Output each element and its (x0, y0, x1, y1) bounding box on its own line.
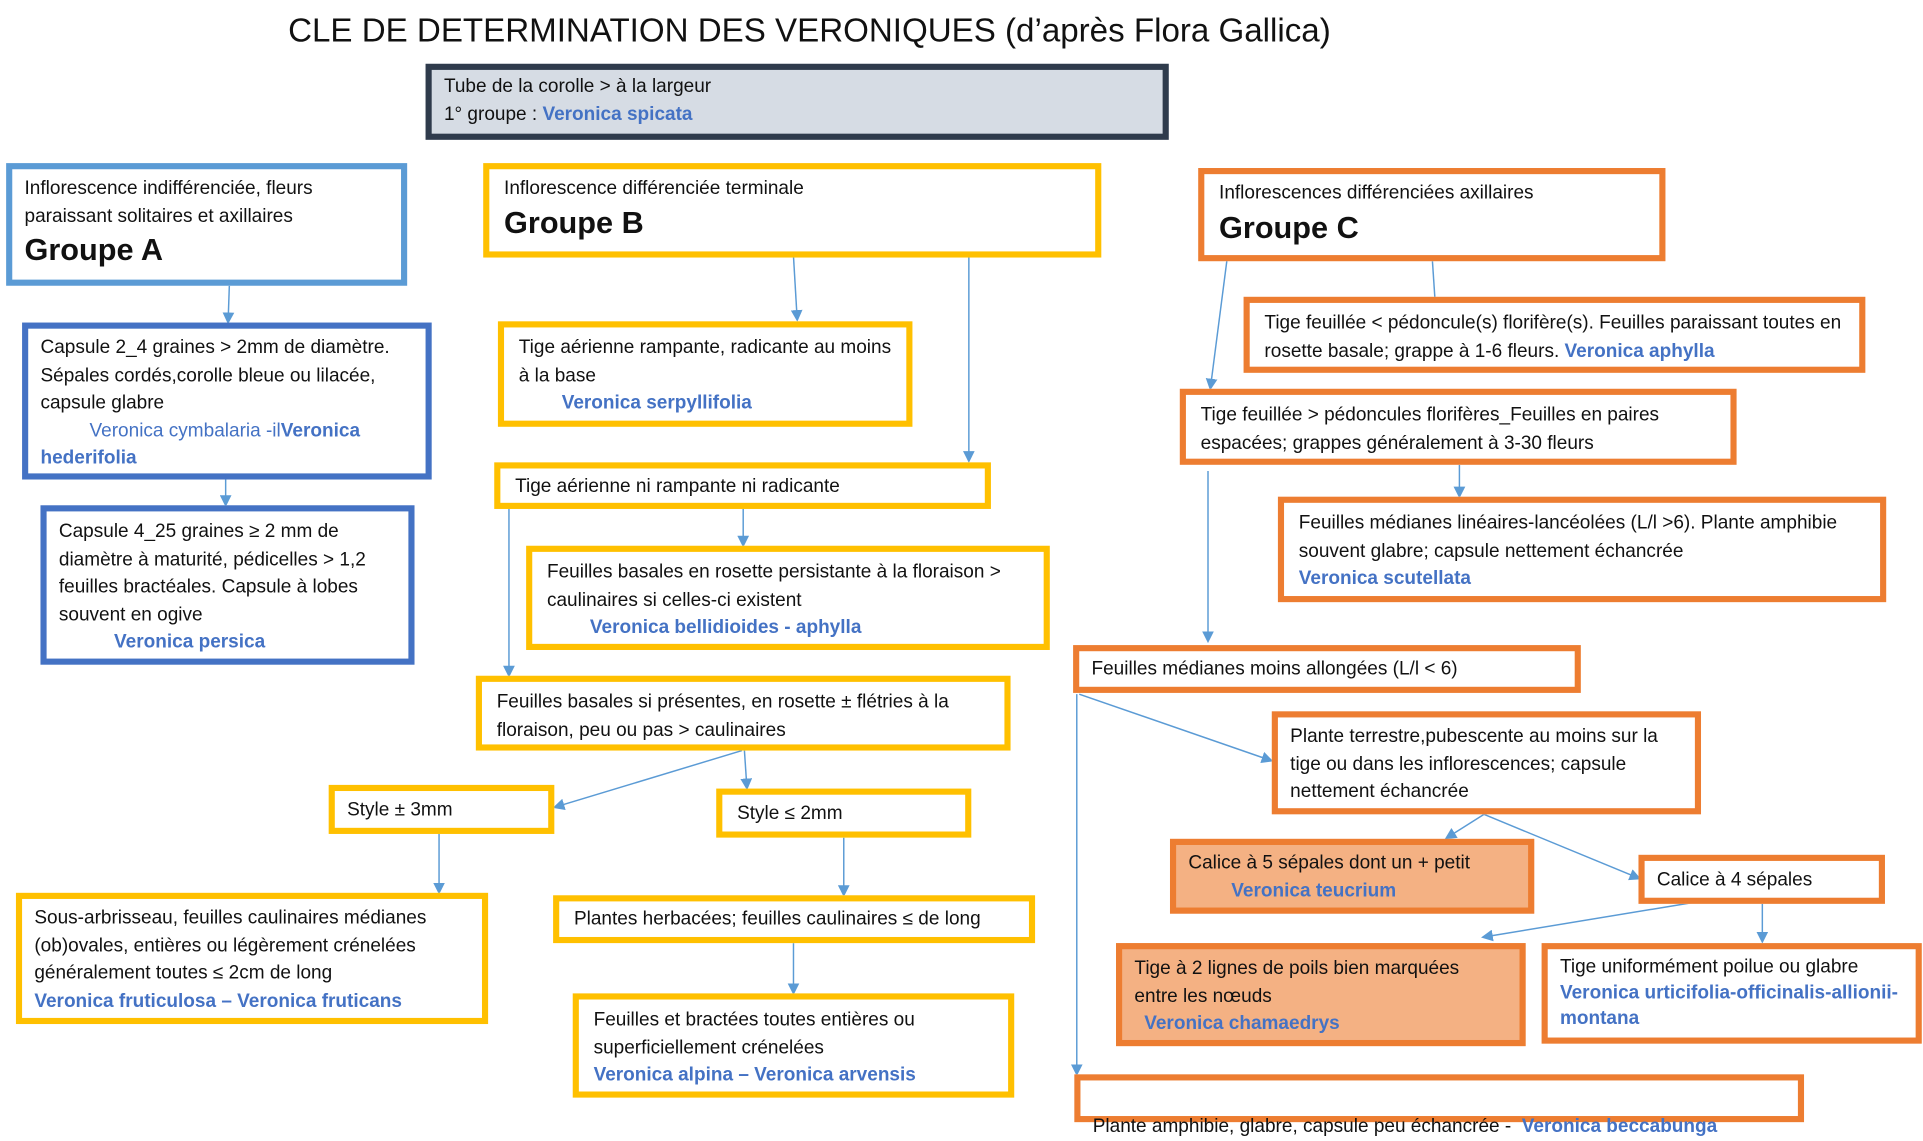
criterion-text: Sous-arbrisseau, feuilles caulinaires mé… (34, 907, 427, 984)
calyx-4-box: Calice à 4 sépales (1638, 854, 1885, 904)
arrow (552, 749, 743, 811)
creeping-stem-box: Tige aérienne rampante, radicante au moi… (497, 321, 913, 427)
group-b-description: Inflorescence différenciée terminale (504, 177, 804, 199)
less-elongated-leaves-box: Feuilles médianes moins allongées (L/l <… (1073, 645, 1581, 693)
arrow (1078, 693, 1274, 764)
species-name: Veronica hederifolia (40, 420, 361, 469)
criterion-text: Calice à 5 sépales dont un + petit (1188, 852, 1471, 874)
group-1-line: 1° groupe : Veronica spicata (444, 101, 1150, 129)
group-a-title: Groupe A (24, 233, 164, 268)
species-name: Veronica spicata (542, 103, 693, 125)
species-name: Veronica chamaedrys (1144, 1013, 1340, 1034)
criterion-text: Tige à 2 lignes de poils bien marquées e… (1134, 957, 1460, 1007)
short-stem-box: Tige feuillée < pédoncule(s) florifère(s… (1243, 296, 1866, 373)
group-a-description: Inflorescence indifférenciée, fleurs par… (24, 177, 313, 227)
arrow (222, 285, 235, 325)
corolla-criterion: Tube de la corolle > à la largeur (443, 76, 712, 97)
criterion-text: Feuilles et bractées toutes entières ou … (593, 1009, 915, 1058)
calyx-5-box: Calice à 5 sépales dont un + petit Veron… (1169, 838, 1535, 914)
species-name: Veronica bellidioides - aphylla (589, 616, 862, 638)
species-name: Veronica teucrium (1231, 879, 1397, 901)
group-a-box: Inflorescence indifférenciée, fleurs par… (6, 163, 408, 286)
criterion-text: Feuilles basales en rosette persistante … (546, 561, 1001, 611)
arrow (740, 750, 753, 791)
group-c-title: Groupe C (1219, 210, 1359, 245)
page-title: CLE DE DETERMINATION DES VERONIQUES (d’a… (288, 12, 1331, 50)
arrow (1205, 245, 1230, 391)
non-creeping-stem-box: Tige aérienne ni rampante ni radicante (494, 462, 991, 509)
criterion-text: Tige uniformément poilue ou glabre (1559, 956, 1859, 978)
withered-rosette-box: Feuilles basales si présentes, en rosett… (475, 675, 1011, 751)
arrow (1481, 901, 1693, 942)
persistent-rosette-box: Feuilles basales en rosette persistante … (526, 545, 1050, 650)
group-c-box: Inflorescences différenciées axillaires … (1198, 168, 1666, 262)
long-stem-box: Tige feuillée > pédoncules florifères_Fe… (1179, 388, 1737, 465)
arrow (1444, 813, 1485, 840)
shrub-box: Sous-arbrisseau, feuilles caulinaires mé… (15, 892, 489, 1025)
style-3mm-box: Style ± 3mm (328, 784, 555, 834)
criterion-text: Capsule 4_25 graines ≥ 2 mm de diamètre … (58, 521, 366, 625)
group-b-box: Inflorescence différenciée terminale Gro… (483, 163, 1102, 258)
group-c-description: Inflorescences différenciées axillaires (1219, 182, 1534, 204)
species-name: Veronica urticifolia-officinalis-allioni… (1559, 982, 1898, 1029)
species-name: Veronica alpina – Veronica arvensis (593, 1064, 916, 1086)
group-b-title: Groupe B (504, 205, 644, 240)
terrestrial-plant-box: Plante terrestre,pubescente au moins sur… (1271, 711, 1702, 815)
species-name: Veronica scutellata (1298, 567, 1471, 589)
criterion-text: Feuilles médianes linéaires-lancéolées (… (1298, 512, 1838, 562)
species-name: Veronica cymbalaria -il (89, 420, 281, 441)
criterion-text: Tige feuillée < pédoncule(s) florifère(s… (1264, 312, 1842, 362)
species-name: Veronica aphylla (1564, 340, 1715, 362)
species-name: Veronica persica (114, 631, 266, 653)
arrow (790, 256, 803, 322)
key-start-box: Tube de la corolle > à la largeur 1° gro… (425, 63, 1169, 140)
group-a-capsule-2-4-box: Capsule 2_4 graines > 2mm de diamètre. S… (22, 322, 432, 480)
herbaceous-box: Plantes herbacées; feuilles caulinaires … (553, 895, 1036, 944)
style-2mm-box: Style ≤ 2mm (716, 788, 972, 838)
group-a-capsule-4-25-box: Capsule 4_25 graines ≥ 2 mm de diamètre … (40, 505, 415, 665)
group-1-label: 1° groupe : (443, 103, 543, 125)
criterion-text: Capsule 2_4 graines > 2mm de diamètre. S… (40, 337, 390, 414)
two-hair-lines-box: Tige à 2 lignes de poils bien marquées e… (1116, 943, 1526, 1047)
arrow (1483, 813, 1642, 881)
bracts-box: Feuilles et bractées toutes entières ou … (572, 993, 1015, 1098)
linear-leaves-box: Feuilles médianes linéaires-lancéolées (… (1277, 496, 1887, 603)
criterion-text: Tige aérienne rampante, radicante au moi… (518, 337, 892, 386)
species-name: Veronica serpyllifolia (561, 392, 752, 414)
species-name: Veronica fruticulosa – Veronica frutican… (34, 990, 402, 1012)
amphibious-plant-box: Plante amphibie, glabre, capsule peu éch… (1074, 1074, 1805, 1136)
uniform-stem-box: Tige uniformément poilue ou glabre Veron… (1541, 943, 1922, 1044)
